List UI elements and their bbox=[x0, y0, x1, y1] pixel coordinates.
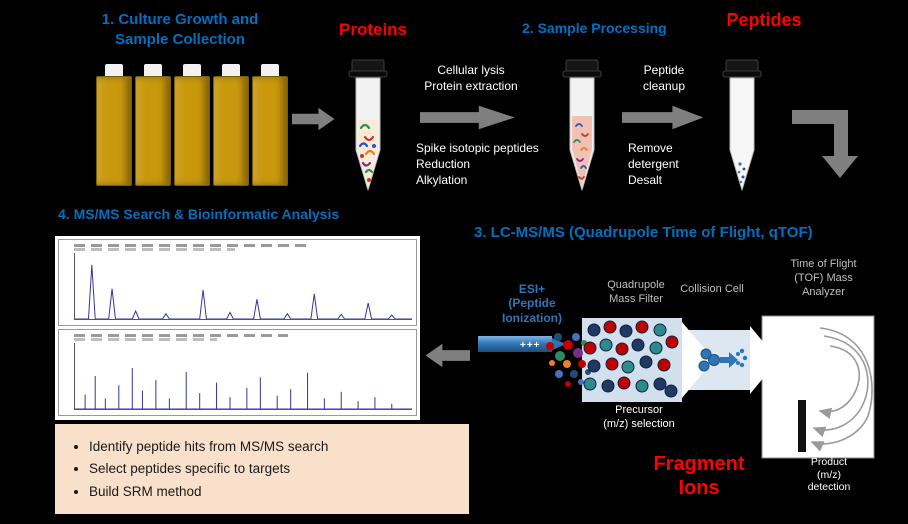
chromatogram-plot bbox=[74, 253, 412, 320]
esi-emitter bbox=[478, 336, 552, 352]
tof-analyzer-label: Time of Flight (TOF) Mass Analyzer bbox=[790, 258, 857, 298]
placeholder-header-line bbox=[74, 338, 217, 341]
arrow-right-icon bbox=[292, 107, 335, 131]
cleanup-step-text: Peptide cleanup bbox=[642, 63, 686, 94]
ion-funnel-icon bbox=[750, 326, 778, 394]
qtof-instrument-schematic bbox=[478, 315, 875, 459]
collision-cell-label: Collision Cell bbox=[680, 283, 744, 295]
flask-cap-icon bbox=[261, 64, 279, 78]
flask-body bbox=[252, 76, 288, 186]
flask-body bbox=[135, 76, 171, 186]
flask-body bbox=[174, 76, 210, 186]
peptide-specks bbox=[737, 162, 746, 184]
arrow-right-icon bbox=[420, 105, 515, 130]
placeholder-header-line bbox=[74, 244, 307, 247]
fragment-ions-label: Fragment Ions bbox=[653, 453, 745, 499]
step1-title: 1. Culture Growth and Sample Collection bbox=[101, 11, 259, 48]
summary-bullet: Build SRM method bbox=[89, 481, 469, 503]
culture-flask bbox=[174, 64, 210, 186]
spike-step-text: Spike isotopic peptides Reduction Alkyla… bbox=[416, 141, 539, 188]
ion-funnel-icon bbox=[682, 322, 714, 398]
centrifuge-tube-peptides bbox=[722, 59, 762, 191]
precursor-ions-dots bbox=[583, 320, 679, 398]
peptides-label: Peptides bbox=[726, 10, 802, 30]
summary-bullet: Select peptides specific to targets bbox=[89, 458, 469, 480]
precursor-selection-label: Precursor (m/z) selection bbox=[603, 404, 675, 430]
centrifuge-tube-proteins bbox=[348, 59, 388, 191]
culture-flask bbox=[96, 64, 132, 186]
placeholder-header-line bbox=[74, 334, 289, 337]
culture-flask bbox=[213, 64, 249, 186]
esi-label: ESI+ (Peptide Ionization) bbox=[502, 282, 562, 325]
flask-cap-icon bbox=[222, 64, 240, 78]
quadrupole-label: Quadrupole Mass Filter bbox=[607, 279, 665, 305]
peptide-squiggles bbox=[573, 123, 589, 180]
arrow-elbow-down-icon bbox=[792, 110, 858, 178]
step3-title: 3. LC-MS/MS (Quadrupole Time of Flight, … bbox=[474, 224, 813, 241]
remove-step-text: Remove detergent Desalt bbox=[628, 141, 679, 188]
step4-title: 4. MS/MS Search & Bioinformatic Analysis bbox=[58, 206, 340, 222]
product-detection-label: Product (m/z) detection bbox=[807, 456, 851, 494]
flask-body bbox=[96, 76, 132, 186]
flask-cap-icon bbox=[183, 64, 201, 78]
summary-bullet: Identify peptide hits from MS/MS search bbox=[89, 436, 469, 458]
analysis-summary-box: Identify peptide hits from MS/MS search … bbox=[55, 424, 469, 514]
culture-flasks bbox=[96, 64, 288, 186]
fragment-ions-dots bbox=[698, 348, 748, 372]
protein-squiggles bbox=[358, 123, 376, 174]
flask-body bbox=[213, 76, 249, 186]
culture-flask bbox=[252, 64, 288, 186]
ms-spectrum-plot bbox=[74, 343, 412, 410]
step2-title: 2. Sample Processing bbox=[522, 20, 667, 36]
arrow-left-icon bbox=[425, 343, 470, 368]
arrow-right-icon bbox=[622, 105, 704, 130]
ms-spectrum-panel bbox=[58, 329, 417, 416]
ion-flight-path-arrows bbox=[810, 327, 873, 452]
detector-bar bbox=[798, 400, 806, 452]
flask-cap-icon bbox=[144, 64, 162, 78]
proteins-label: Proteins bbox=[338, 20, 408, 39]
centrifuge-tube-digest bbox=[562, 59, 602, 191]
chromatogram-panel bbox=[58, 239, 417, 326]
flask-cap-icon bbox=[105, 64, 123, 78]
esi-tip-icon bbox=[552, 338, 566, 350]
esi-charge-label: +++ bbox=[520, 340, 541, 351]
culture-flask bbox=[135, 64, 171, 186]
ion-spray-dots bbox=[546, 333, 591, 387]
placeholder-header-line bbox=[74, 248, 235, 251]
ms-results-panel bbox=[55, 236, 420, 420]
lysis-step-text: Cellular lysis Protein extraction bbox=[424, 63, 518, 94]
